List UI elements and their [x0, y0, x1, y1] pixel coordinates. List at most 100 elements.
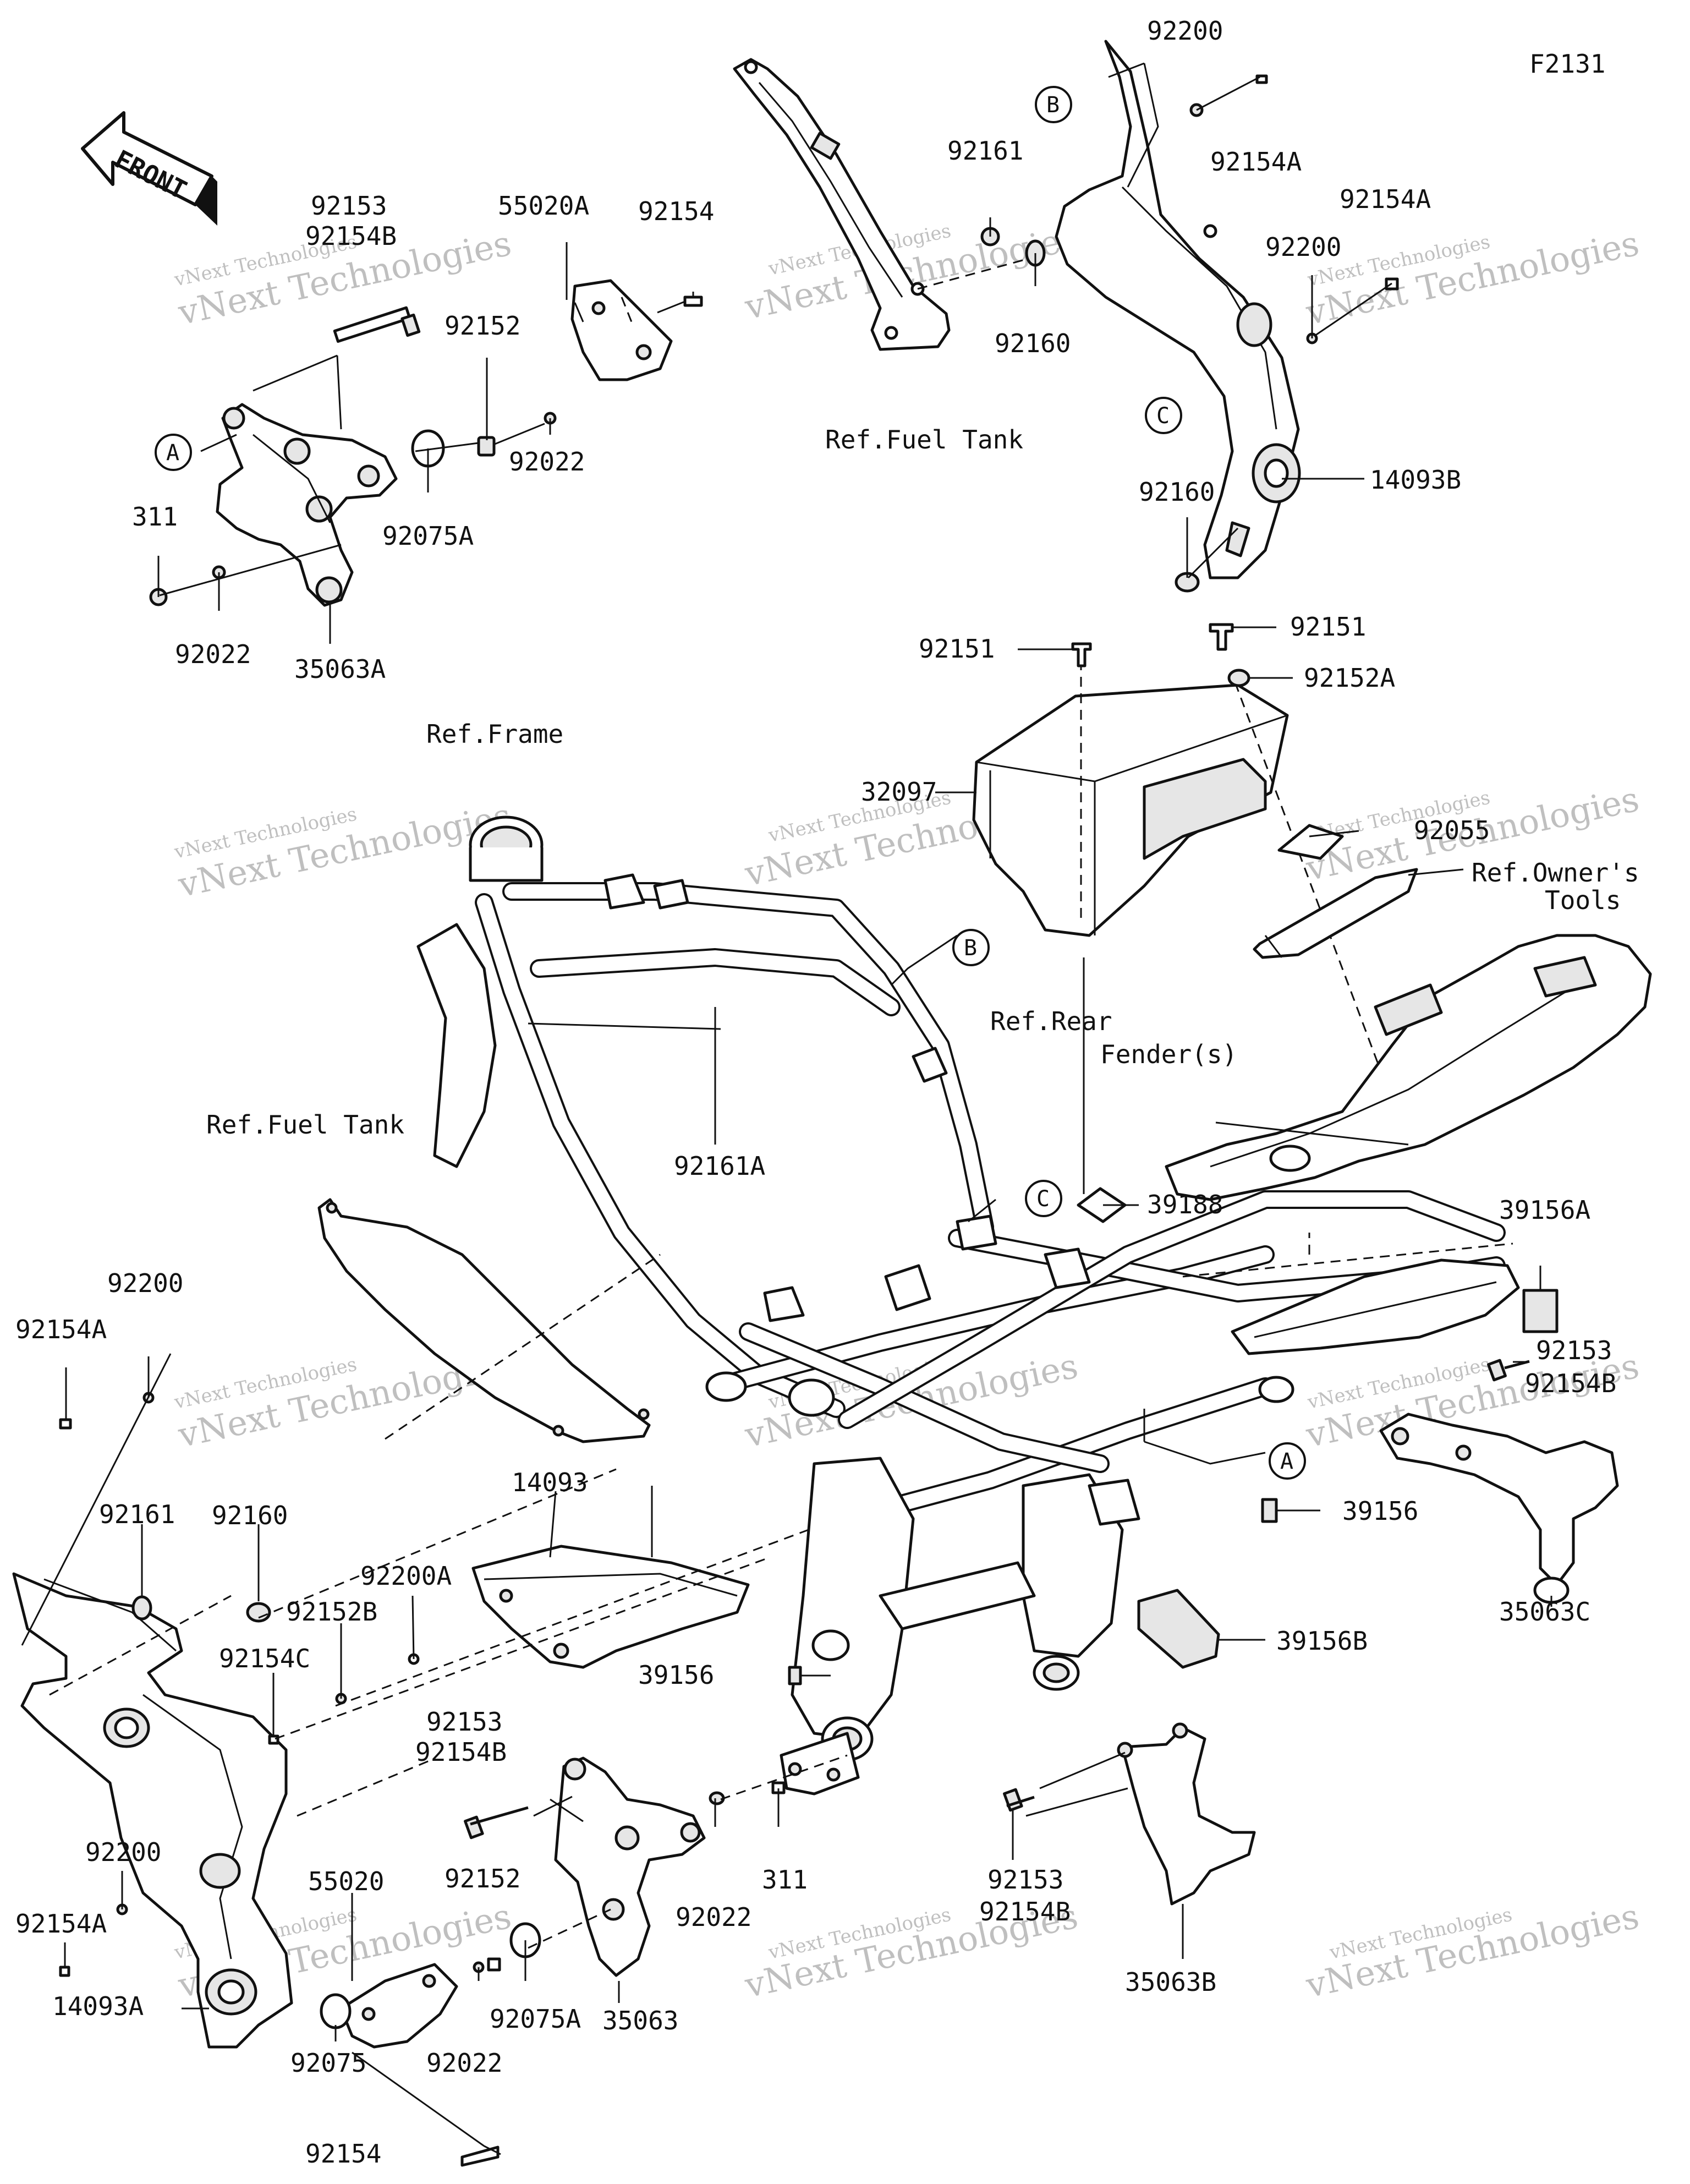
frame-cover-left-14093A	[12, 1572, 293, 2049]
svg-text:C: C	[1036, 1186, 1050, 1212]
callout-B-top: B	[1035, 86, 1072, 123]
callout-B-frame: B	[952, 929, 990, 966]
pad-39156-center	[788, 1666, 802, 1685]
svg-text:B: B	[1046, 92, 1060, 118]
part-label: 39188	[1147, 1190, 1223, 1219]
part-labels: 92200 92154A 92161 92160 92154A 92200 14…	[15, 16, 1616, 2169]
part-label: 35063A	[294, 654, 386, 684]
ref-fuel-tank-top: Ref.Fuel Tank	[825, 425, 1023, 455]
footpeg-bracket-35063C	[1379, 1413, 1619, 1604]
part-label: 92154A	[15, 1315, 107, 1344]
pad-39156B	[1137, 1589, 1220, 1669]
fastener-group-lower-left	[59, 1359, 1530, 2167]
ref-rear-fender-line1: Ref.Rear	[990, 1006, 1112, 1036]
part-label: 92160	[212, 1501, 288, 1530]
svg-text:C: C	[1156, 403, 1170, 429]
part-label: 92152A	[1304, 663, 1395, 693]
dashed-assembly-lines	[49, 297, 1513, 1949]
frame-cover-14093	[471, 1545, 750, 1669]
part-label: 92200	[1265, 232, 1341, 262]
part-label: 92161	[99, 1499, 175, 1529]
part-label: 39156B	[1276, 1626, 1368, 1656]
front-arrow-icon: FRONT	[81, 111, 217, 226]
part-label: 55020	[308, 1866, 384, 1896]
part-label: 92151	[1290, 612, 1366, 642]
part-label: 92153	[311, 191, 387, 221]
part-label: 35063B	[1125, 1967, 1216, 1997]
part-label: 92154B	[305, 221, 397, 251]
ref-frame: Ref.Frame	[426, 719, 563, 749]
ref-owners-tools-line1: Ref.Owner's	[1472, 858, 1639, 888]
callout-A-frame: A	[1269, 1442, 1306, 1480]
owners-tools-ref	[1253, 868, 1418, 959]
part-label: 92022	[175, 639, 251, 669]
main-frame-ref	[416, 815, 1520, 1796]
part-label: 92153	[426, 1707, 502, 1737]
svg-text:B: B	[964, 935, 977, 961]
ref-owners-tools-line2: Tools	[1545, 885, 1621, 915]
part-label: 92022	[676, 1902, 751, 1932]
part-label: 92154B	[1525, 1369, 1616, 1398]
screw-92151-group	[1071, 623, 1250, 687]
part-label: 55020A	[498, 191, 589, 221]
callout-A-top: A	[155, 434, 192, 471]
part-label: 92154C	[219, 1644, 310, 1673]
part-label: 92152B	[286, 1597, 377, 1627]
part-label: 92161	[947, 136, 1023, 166]
ref-fuel-tank-left: Ref.Fuel Tank	[206, 1110, 404, 1140]
part-label: 92200	[107, 1268, 183, 1298]
part-label: 35063C	[1499, 1597, 1590, 1627]
part-label: 92200	[85, 1837, 161, 1867]
part-label: 14093A	[52, 1991, 144, 2021]
part-label: 92055	[1414, 815, 1490, 845]
footpeg-bracket-35063	[554, 1756, 706, 1977]
part-label: 92161A	[674, 1151, 765, 1181]
part-label: 92154A	[1340, 184, 1431, 214]
leader-lines	[21, 62, 1552, 2155]
fuel-tank-panel-ref	[317, 1198, 651, 1443]
heel-guard-55020A	[570, 279, 673, 381]
part-label: 92154	[638, 196, 714, 226]
footpeg-bracket-35063B	[1117, 1722, 1256, 1906]
part-label: 39156	[638, 1660, 714, 1690]
part-label: 14093B	[1370, 465, 1461, 495]
part-label: 14093	[512, 1468, 588, 1497]
footpeg-bracket-35063A	[216, 403, 398, 607]
part-label: 32097	[861, 777, 937, 807]
part-label: 92160	[995, 329, 1071, 358]
part-label: 92075A	[382, 521, 474, 551]
part-label: 92075A	[490, 2004, 581, 2034]
callout-C-frame: C	[1025, 1180, 1062, 1217]
part-label: 92200A	[360, 1561, 452, 1591]
callout-C-top: C	[1145, 397, 1182, 434]
frame-cover-right-14093B	[1055, 40, 1301, 579]
rear-fender-ref	[1165, 934, 1652, 1201]
part-label: 311	[132, 502, 178, 532]
fuel-tank-mount-bracket	[733, 58, 1029, 351]
part-label: 92075	[290, 2048, 366, 2078]
part-label: 311	[762, 1865, 808, 1895]
part-label: 92200	[1147, 16, 1223, 46]
svg-text:A: A	[166, 440, 179, 466]
diagram-code: F2131	[1529, 49, 1605, 79]
pad-39156A	[1522, 1289, 1559, 1333]
part-label: 92154A	[15, 1909, 107, 1939]
part-label: 39156	[1342, 1496, 1418, 1526]
part-label: 92022	[509, 447, 585, 477]
part-label: 92153	[1536, 1335, 1612, 1365]
heel-guard-55020	[339, 1963, 458, 2049]
strap-92055	[1277, 824, 1344, 860]
pad-39156-right	[1261, 1498, 1278, 1523]
part-label: 92154B	[415, 1737, 507, 1767]
part-label: 92022	[426, 2048, 502, 2078]
ref-rear-fender-line2: Fender(s)	[1100, 1039, 1237, 1069]
svg-text:A: A	[1280, 1449, 1293, 1474]
part-label: 92154	[305, 2139, 381, 2169]
part-label: 92151	[919, 634, 995, 664]
part-label: 92154A	[1210, 147, 1302, 177]
part-label: 92154B	[979, 1897, 1071, 1926]
part-label: 92153	[987, 1865, 1063, 1895]
part-label: 35063	[602, 2006, 678, 2035]
